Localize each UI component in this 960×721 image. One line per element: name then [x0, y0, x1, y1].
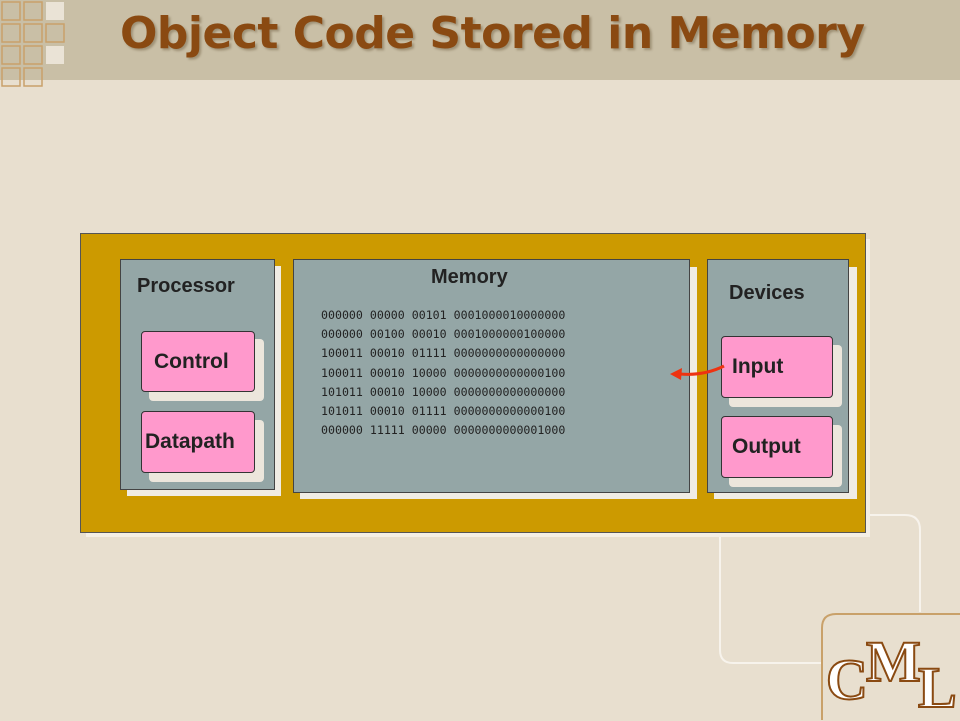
code-line: 000000 00000 00101 0001000010000000 [321, 308, 566, 322]
logo-letter-c: C [825, 646, 869, 713]
logo-letter-m: M [865, 628, 922, 695]
output-label: Output [732, 435, 801, 458]
memory-panel [293, 259, 690, 493]
memory-object-code: 000000 00000 00101 0001000010000000 00000… [321, 306, 565, 440]
output-block: Output [721, 416, 833, 478]
input-label: Input [732, 355, 784, 378]
datapath-label: Datapath [145, 430, 235, 453]
devices-label: Devices [729, 282, 805, 304]
code-line: 100011 00010 10000 0000000000000100 [321, 365, 566, 380]
datapath-block: Datapath [141, 411, 255, 473]
control-label: Control [154, 349, 229, 373]
header-band [0, 0, 960, 80]
processor-label: Processor [137, 275, 235, 297]
code-line: 100011 00010 01111 0000000000000000 [321, 346, 566, 361]
input-to-memory-arrow [670, 364, 725, 380]
control-block: Control [141, 331, 255, 392]
code-line: 101011 00010 01111 0000000000000100 [321, 404, 566, 419]
cml-logo: C M L [825, 628, 960, 721]
logo-letter-l: L [917, 654, 958, 721]
code-line: 000000 00100 00010 0001000000100000 [321, 327, 566, 342]
corner-squares-decoration [1, 1, 65, 87]
input-block: Input [721, 336, 833, 398]
code-line: 000000 11111 00000 0000000000001000 [321, 423, 566, 438]
page-title: Object Code Stored in Memory [120, 8, 865, 59]
memory-label: Memory [431, 266, 508, 288]
code-line: 101011 00010 10000 0000000000000000 [321, 384, 566, 399]
